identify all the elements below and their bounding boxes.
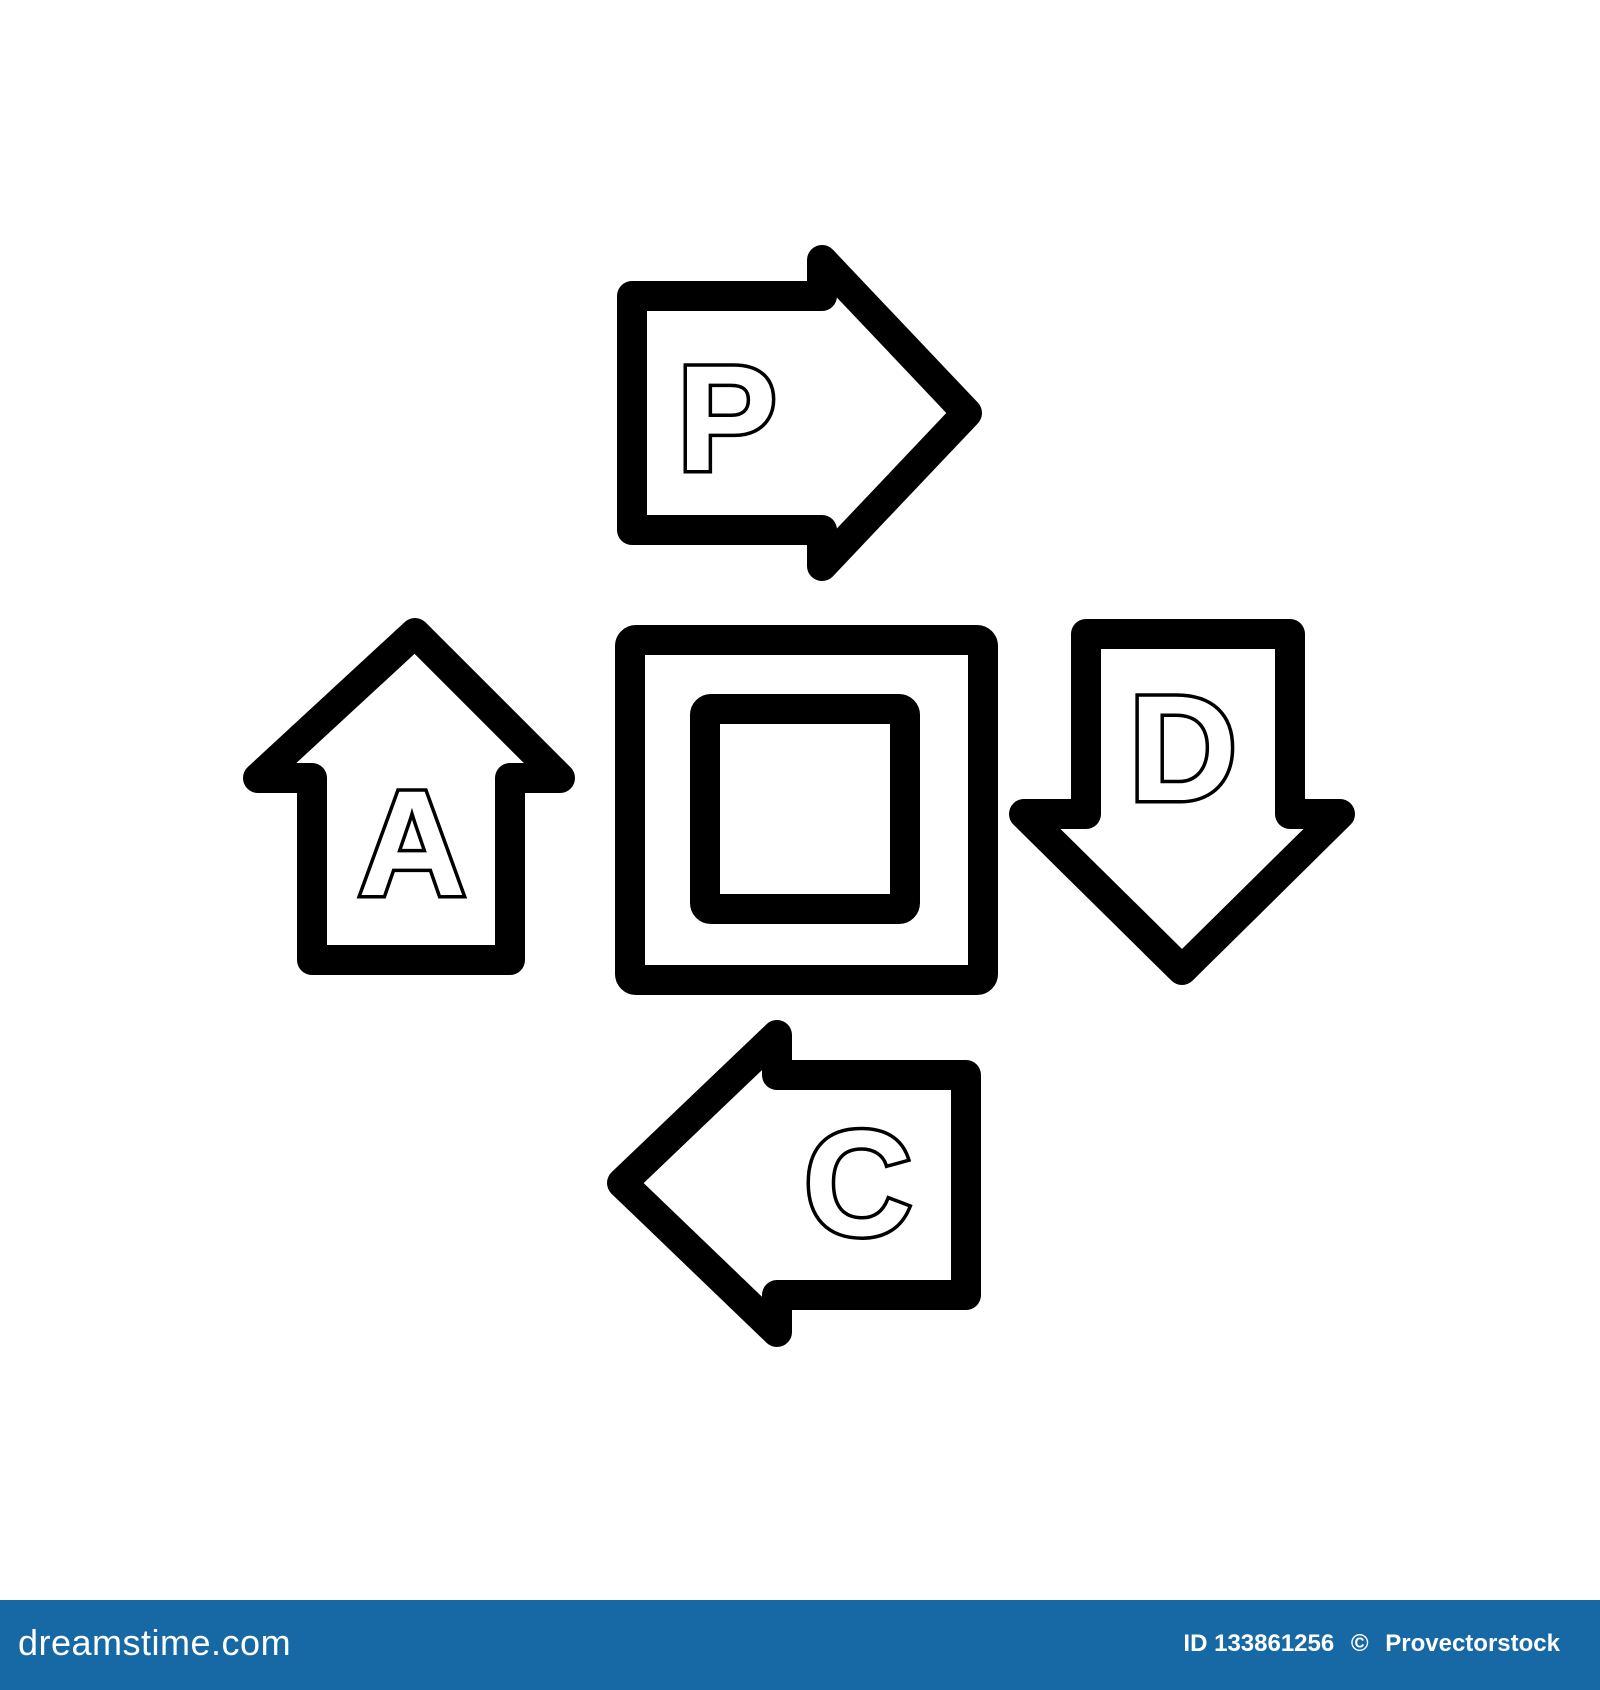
image-credit: ID 133861256 © Provectorstock xyxy=(1183,1630,1570,1658)
arrow-label-c: C xyxy=(804,1099,912,1267)
copyright-symbol: © xyxy=(1350,1630,1369,1657)
pdca-diagram: P D C A xyxy=(243,245,1355,1347)
footer-bar: dreamstime.com ID 133861256 © Provectors… xyxy=(0,1600,1600,1690)
brand-logo[interactable]: dreamstime.com xyxy=(18,1622,292,1663)
arrow-label-a: A xyxy=(358,759,466,927)
author-name[interactable]: Provectorstock xyxy=(1385,1630,1560,1657)
left-arrow-icon: C xyxy=(607,1020,981,1347)
image-id: ID 133861256 xyxy=(1183,1630,1335,1657)
arrow-label-p: P xyxy=(677,334,777,502)
down-arrow-icon: D xyxy=(1009,619,1355,985)
arrow-label-d: D xyxy=(1129,664,1237,832)
right-arrow-icon: P xyxy=(617,245,982,581)
up-arrow-icon: A xyxy=(243,618,575,975)
concentric-square-icon xyxy=(615,625,998,995)
